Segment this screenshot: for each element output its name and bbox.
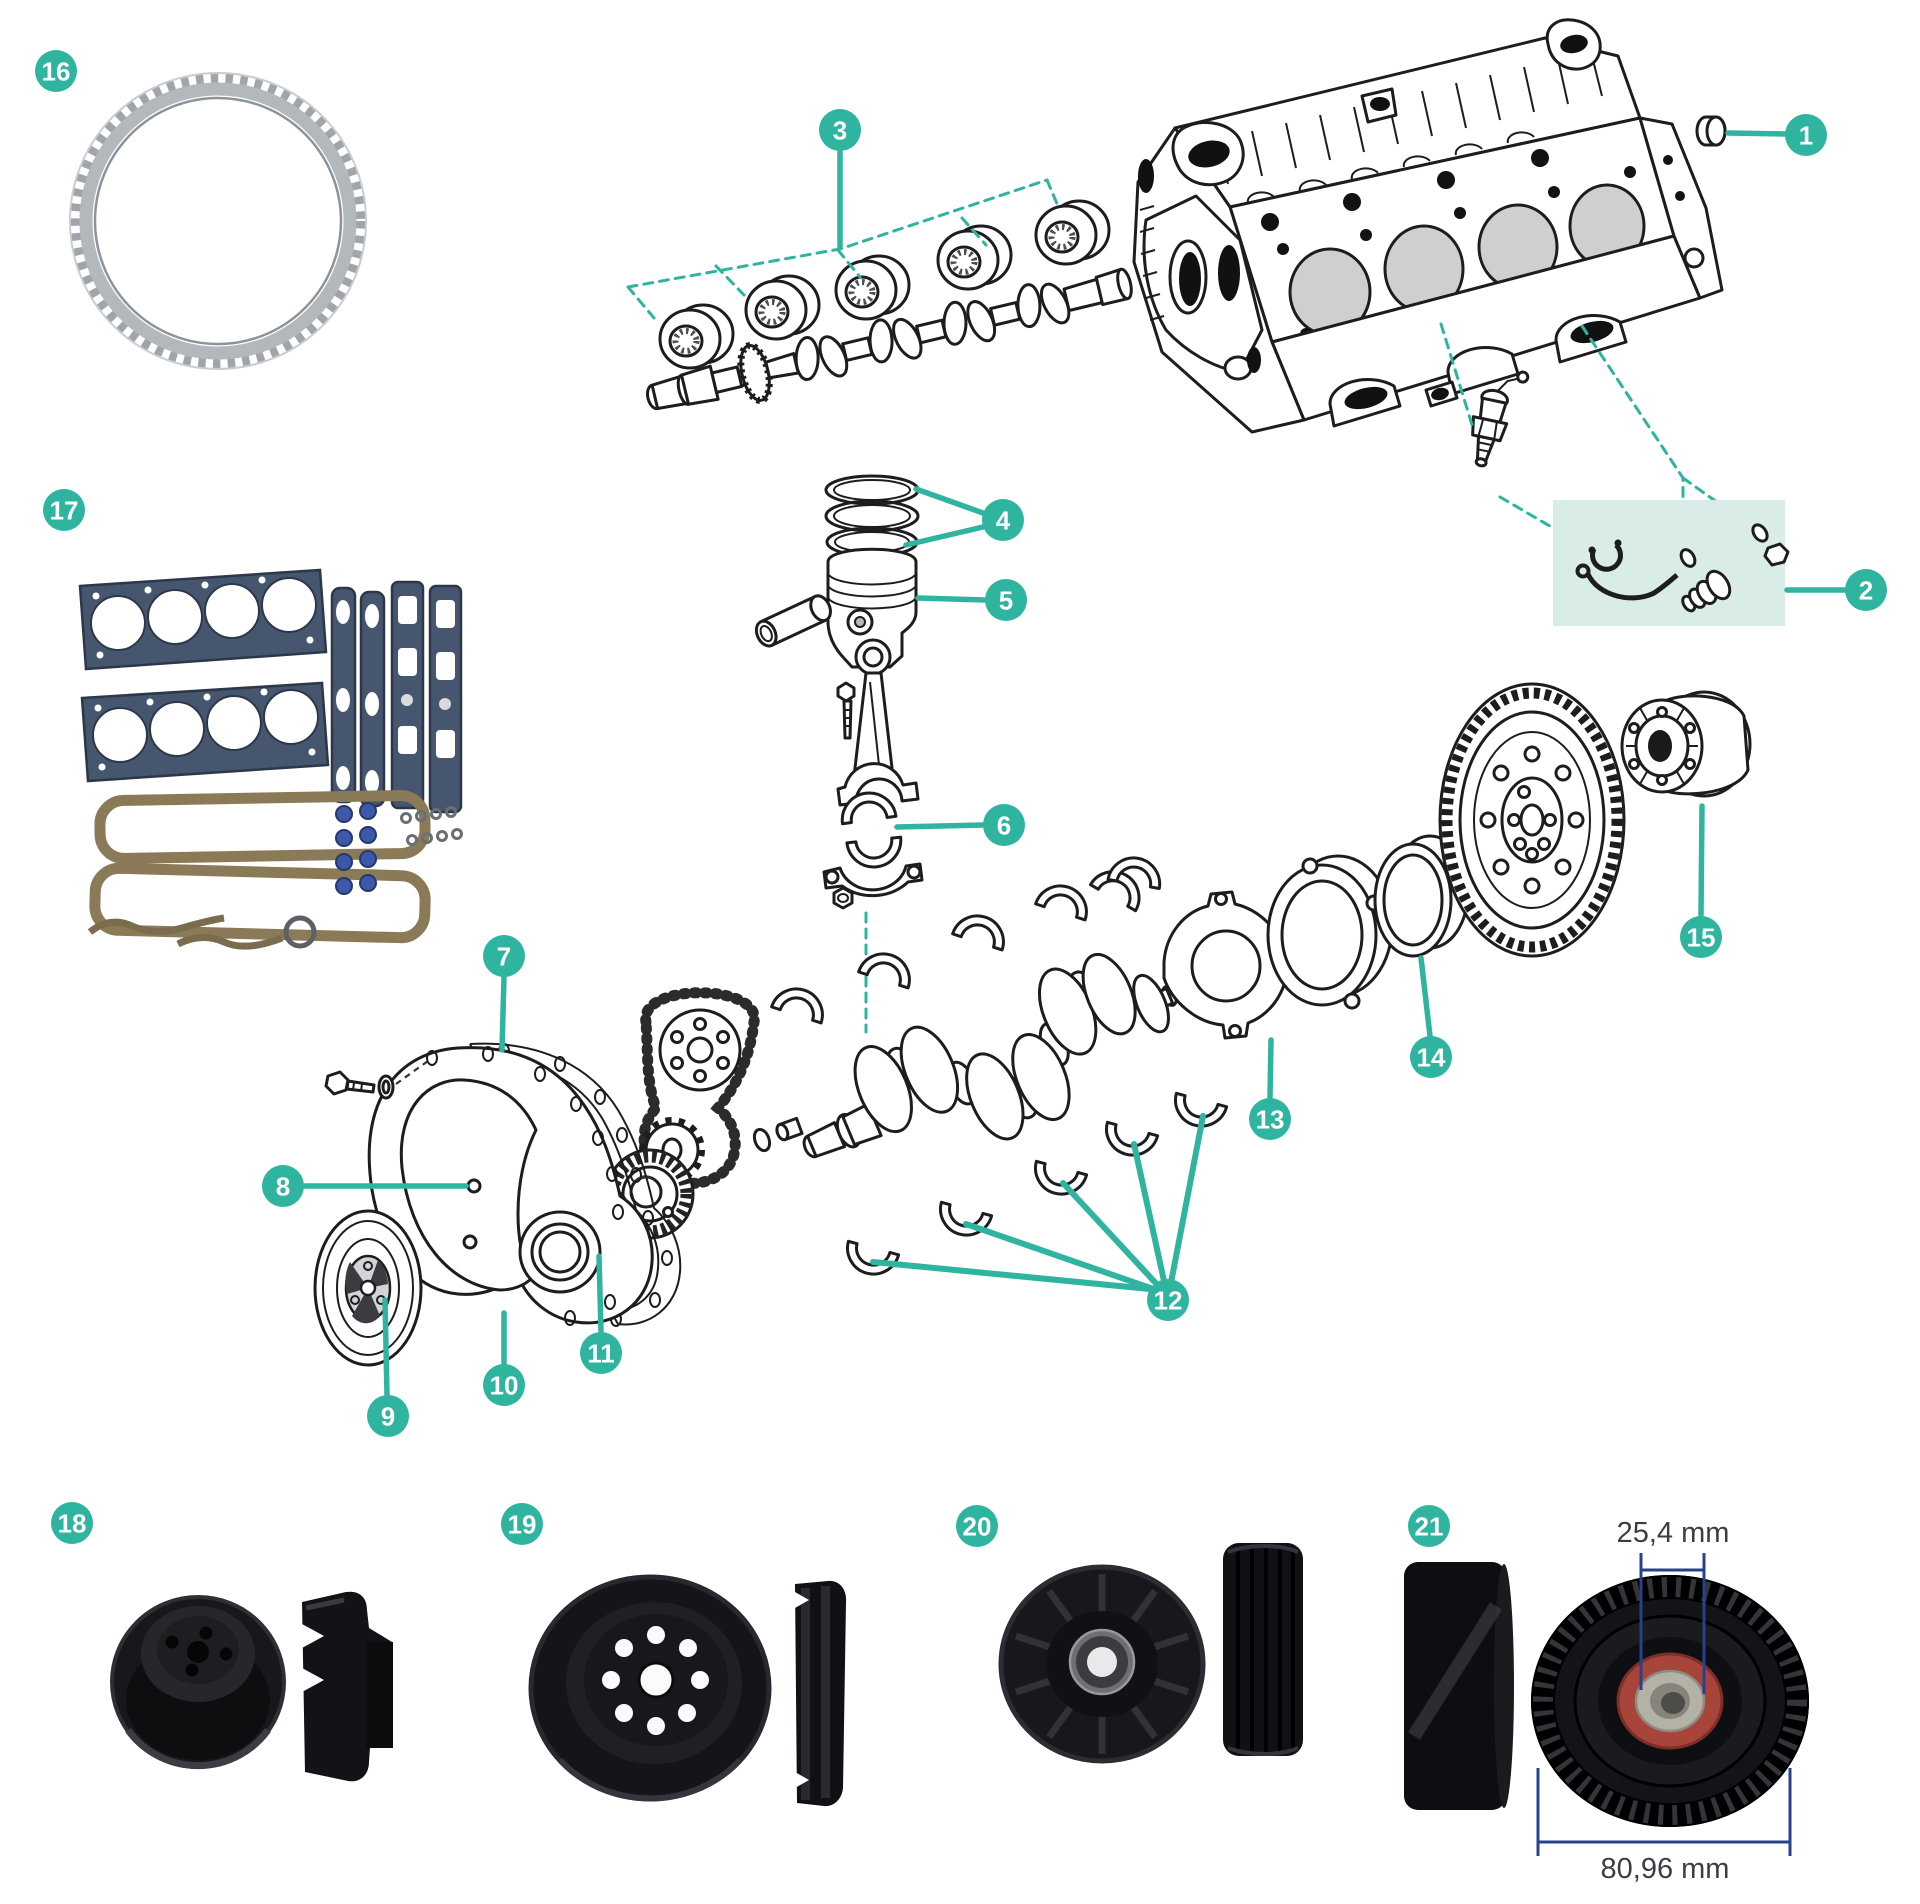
piston bbox=[826, 547, 918, 669]
callout-19[interactable]: 19 bbox=[501, 1503, 543, 1545]
plug-bolt bbox=[1763, 542, 1790, 567]
sender-harness bbox=[1575, 563, 1679, 601]
tensioner-pulley-front bbox=[1531, 1575, 1809, 1827]
cam-bearings bbox=[658, 199, 1111, 370]
callout-13[interactable]: 13 bbox=[1249, 1098, 1291, 1140]
rear-seal-housing bbox=[1266, 854, 1394, 1010]
intake-gaskets bbox=[390, 580, 463, 814]
callout-12[interactable]: 12 bbox=[1147, 1279, 1189, 1321]
svg-text:9: 9 bbox=[381, 1402, 395, 1432]
svg-text:8: 8 bbox=[276, 1172, 290, 1202]
svg-text:2: 2 bbox=[1859, 576, 1873, 606]
dimension-annotations bbox=[1536, 1553, 1792, 1856]
dimension-labels: 25,4 mm 80,96 mm bbox=[1601, 1517, 1730, 1885]
skirt-arches bbox=[1328, 314, 1628, 428]
crankshaft-pulley bbox=[528, 1574, 772, 1802]
svg-text:16: 16 bbox=[42, 57, 71, 87]
o-rings bbox=[400, 806, 463, 846]
svg-text:21: 21 bbox=[1415, 1512, 1444, 1542]
callout-7[interactable]: 7 bbox=[483, 935, 525, 977]
callout-21[interactable]: 21 bbox=[1408, 1505, 1450, 1547]
dimension-label: 80,96 mm bbox=[1601, 1853, 1730, 1885]
ring-gear bbox=[69, 72, 367, 370]
valve-cover-gaskets bbox=[89, 790, 431, 944]
callout12-leaders bbox=[870, 1113, 1206, 1295]
oil-pan-end-seals bbox=[87, 914, 317, 950]
rod-bearings bbox=[840, 791, 903, 869]
sender-kit-highlight bbox=[1553, 500, 1785, 626]
snap-clip bbox=[1588, 539, 1623, 572]
callout-4[interactable]: 4 bbox=[982, 499, 1024, 541]
main-bearings-upper bbox=[770, 856, 1162, 1025]
svg-text:3: 3 bbox=[833, 116, 847, 146]
callout-15[interactable]: 15 bbox=[1680, 916, 1722, 958]
timing-chain-set bbox=[638, 987, 804, 1189]
svg-text:11: 11 bbox=[587, 1339, 615, 1369]
svg-text:18: 18 bbox=[58, 1509, 87, 1539]
svg-text:20: 20 bbox=[963, 1512, 992, 1542]
camshaft bbox=[646, 267, 1133, 411]
gasket-set bbox=[78, 568, 463, 950]
leader-lines bbox=[302, 130, 1848, 1398]
seal-washer bbox=[1751, 523, 1769, 543]
head-bolt-holes bbox=[1261, 149, 1656, 340]
callout-2[interactable]: 2 bbox=[1845, 569, 1887, 611]
svg-text:4: 4 bbox=[996, 506, 1011, 536]
callout-11[interactable]: 11 bbox=[580, 1332, 622, 1374]
callout-8[interactable]: 8 bbox=[262, 1165, 304, 1207]
dimension-label: 25,4 mm bbox=[1617, 1517, 1730, 1549]
callout-10[interactable]: 10 bbox=[483, 1364, 525, 1406]
svg-text:14: 14 bbox=[1417, 1043, 1446, 1073]
tensioner-pulley-side bbox=[1404, 1562, 1514, 1810]
callout-3[interactable]: 3 bbox=[819, 109, 861, 151]
head-gasket-lower bbox=[80, 681, 330, 783]
engine-block bbox=[1132, 18, 1724, 434]
drive-coupler bbox=[1620, 690, 1752, 798]
wrist-pin bbox=[754, 594, 832, 648]
callout3-bracket bbox=[626, 149, 1060, 320]
callout-16[interactable]: 16 bbox=[35, 50, 77, 92]
idler-pulley bbox=[998, 1564, 1206, 1764]
connecting-rod bbox=[836, 638, 920, 807]
svg-text:12: 12 bbox=[1154, 1286, 1183, 1316]
svg-text:6: 6 bbox=[997, 811, 1011, 841]
flywheel bbox=[1438, 682, 1626, 958]
callout-17[interactable]: 17 bbox=[43, 489, 85, 531]
callout-5[interactable]: 5 bbox=[985, 579, 1027, 621]
oil-pressure-sender bbox=[1471, 370, 1530, 468]
freeze-plug bbox=[1695, 115, 1727, 147]
crankshaft-pulley-side bbox=[795, 1580, 847, 1807]
valve-stem-seals bbox=[335, 802, 377, 895]
valley-gaskets bbox=[330, 586, 386, 808]
idler-pulley-side bbox=[1223, 1543, 1303, 1756]
callout-9[interactable]: 9 bbox=[367, 1395, 409, 1437]
svg-text:1: 1 bbox=[1799, 121, 1813, 151]
water-pump-pulley bbox=[110, 1595, 286, 1770]
callout-14[interactable]: 14 bbox=[1410, 1036, 1452, 1078]
svg-text:7: 7 bbox=[497, 942, 511, 972]
rod-bolt bbox=[836, 681, 856, 740]
callout-18[interactable]: 18 bbox=[51, 1502, 93, 1544]
sender-plug bbox=[1681, 569, 1732, 613]
rod-cap bbox=[822, 862, 924, 898]
svg-text:19: 19 bbox=[508, 1510, 537, 1540]
svg-text:10: 10 bbox=[490, 1371, 519, 1401]
svg-text:13: 13 bbox=[1256, 1105, 1285, 1135]
head-gasket-upper bbox=[78, 568, 328, 671]
water-pump-pulley-side bbox=[302, 1591, 393, 1782]
crankshaft bbox=[802, 952, 1178, 1159]
timing-cover bbox=[367, 1046, 654, 1326]
harmonic-balancer bbox=[313, 1209, 423, 1367]
callout-6[interactable]: 6 bbox=[983, 804, 1025, 846]
svg-text:15: 15 bbox=[1687, 923, 1716, 953]
rod-nut bbox=[832, 886, 854, 910]
svg-text:17: 17 bbox=[50, 496, 79, 526]
callout-20[interactable]: 20 bbox=[956, 1505, 998, 1547]
timing-face-bosses bbox=[1138, 159, 1261, 381]
svg-text:5: 5 bbox=[999, 586, 1013, 616]
callout-1[interactable]: 1 bbox=[1785, 114, 1827, 156]
cover-bolt bbox=[324, 1060, 429, 1100]
